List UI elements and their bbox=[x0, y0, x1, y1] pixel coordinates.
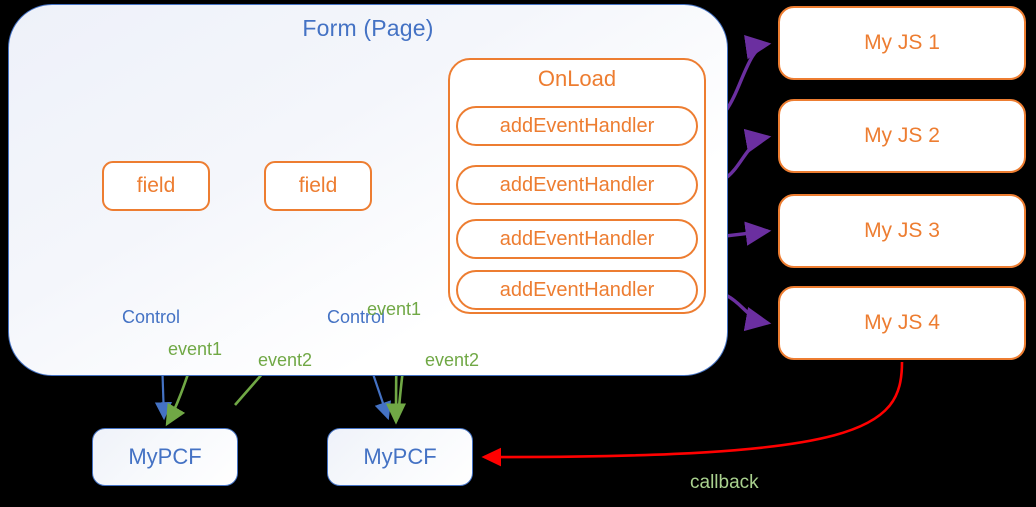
add-event-handler-label: addEventHandler bbox=[499, 278, 655, 301]
field-box-2[interactable]: field bbox=[264, 161, 372, 211]
field-label: field bbox=[136, 174, 176, 197]
add-event-handler-label: addEventHandler bbox=[499, 173, 655, 196]
onload-title: OnLoad bbox=[537, 66, 617, 91]
add-event-handler-label: addEventHandler bbox=[499, 114, 655, 137]
edge-callback bbox=[481, 361, 904, 467]
js-module-label: My JS 2 bbox=[864, 124, 940, 147]
edge-label-event1-a: event1 bbox=[168, 339, 223, 359]
pcf-control-label: MyPCF bbox=[363, 444, 437, 469]
field-box-1[interactable]: field bbox=[102, 161, 210, 211]
js-module-4[interactable]: My JS 4 bbox=[778, 286, 1026, 360]
edge-label-callback: callback bbox=[690, 472, 759, 493]
add-event-handler-1[interactable]: addEventHandler bbox=[456, 106, 698, 146]
edge-label-event2-a: event2 bbox=[258, 350, 313, 370]
add-event-handler-label: addEventHandler bbox=[499, 227, 655, 250]
edge-label-control-2: Control bbox=[327, 307, 386, 327]
edge-label-event2-b: event2 bbox=[425, 350, 480, 370]
add-event-handler-3[interactable]: addEventHandler bbox=[456, 219, 698, 259]
js-module-label: My JS 3 bbox=[864, 219, 940, 242]
js-module-label: My JS 4 bbox=[864, 311, 940, 334]
js-module-3[interactable]: My JS 3 bbox=[778, 194, 1026, 268]
pcf-control-2[interactable]: MyPCF bbox=[327, 428, 473, 486]
edge-label-control-1: Control bbox=[122, 307, 181, 327]
add-event-handler-2[interactable]: addEventHandler bbox=[456, 165, 698, 205]
js-module-2[interactable]: My JS 2 bbox=[778, 99, 1026, 173]
add-event-handler-4[interactable]: addEventHandler bbox=[456, 270, 698, 310]
pcf-control-1[interactable]: MyPCF bbox=[92, 428, 238, 486]
form-page-title: Form (Page) bbox=[302, 15, 434, 41]
pcf-control-label: MyPCF bbox=[128, 444, 202, 469]
js-module-label: My JS 1 bbox=[864, 31, 940, 54]
js-module-1[interactable]: My JS 1 bbox=[778, 6, 1026, 80]
field-label: field bbox=[298, 174, 338, 197]
edge-label-event1-b: event1 bbox=[367, 299, 422, 319]
